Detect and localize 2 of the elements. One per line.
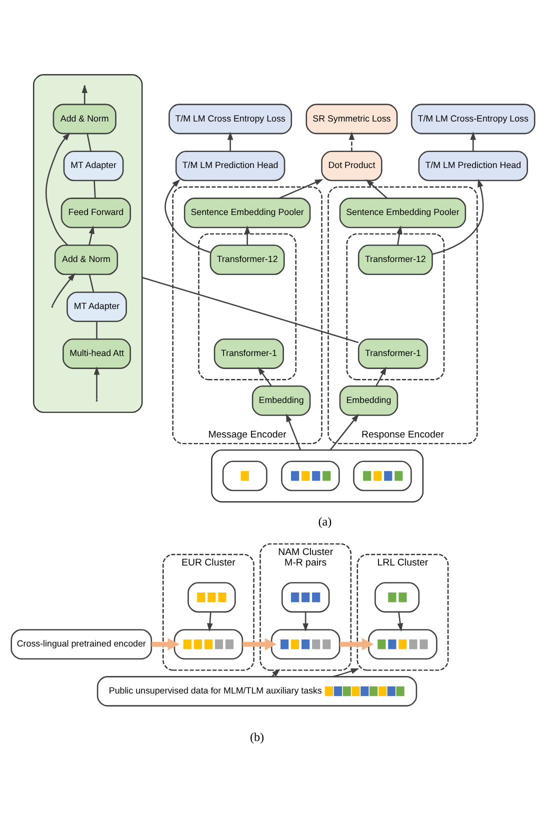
label: (b) — [250, 730, 264, 744]
label: (a) — [318, 514, 332, 528]
